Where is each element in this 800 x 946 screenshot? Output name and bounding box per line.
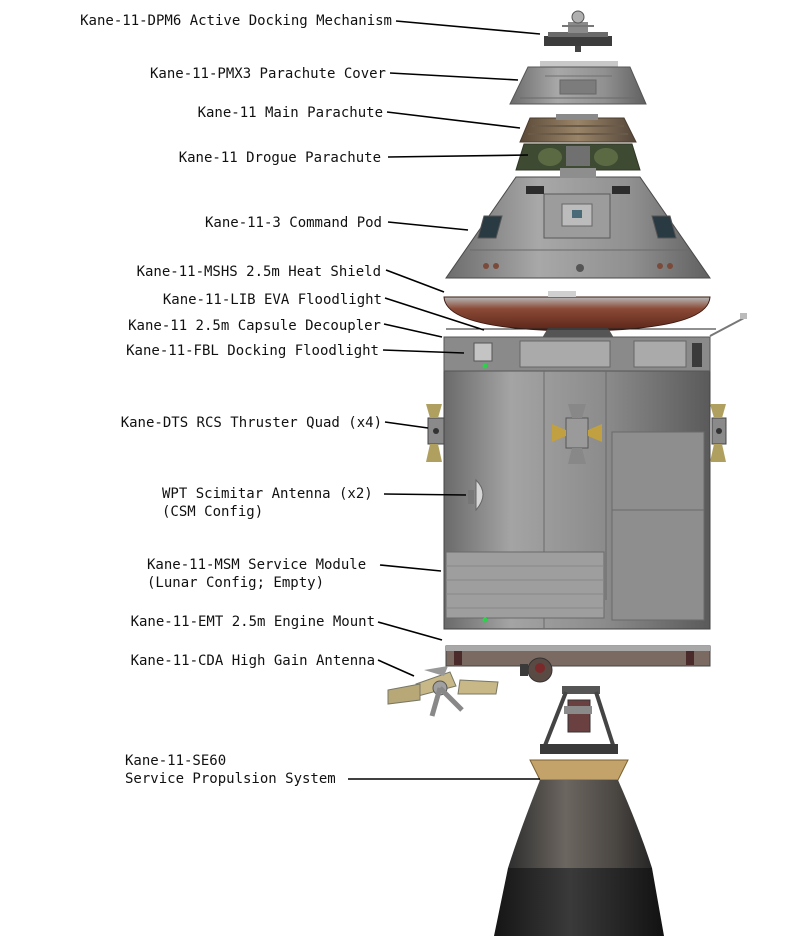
rcs-thruster-quad-left (426, 404, 444, 462)
drogue-parachute-part (516, 144, 640, 170)
high-gain-antenna-part (388, 666, 498, 716)
label-main-parachute: Kane-11 Main Parachute (198, 105, 383, 121)
engine-mount-part (446, 646, 710, 682)
leader-engine-mount (378, 622, 442, 640)
leader-service-module (380, 565, 441, 571)
label-scimitar-antenna-line2: (CSM Config) (162, 504, 263, 520)
label-parachute-cover: Kane-11-PMX3 Parachute Cover (150, 66, 386, 82)
service-module-part (444, 337, 710, 629)
label-sps-line1: Kane-11-SE60 (125, 753, 226, 769)
label-command-pod: Kane-11-3 Command Pod (205, 215, 382, 231)
leader-rcs-quad (385, 422, 428, 428)
label-service-module-line1: Kane-11-MSM Service Module (147, 557, 366, 573)
eva-floodlight-part (710, 313, 747, 336)
heat-shield-part (444, 291, 710, 331)
command-pod-part (446, 168, 710, 278)
parachute-cover-part (510, 61, 646, 104)
part-labels: Kane-11-DPM6 Active Docking Mechanism Ka… (80, 13, 392, 787)
leader-heat-shield (386, 270, 444, 292)
label-sps-line2: Service Propulsion System (125, 771, 336, 787)
leader-drogue-parachute (388, 155, 528, 157)
leader-capsule-decoupler (384, 324, 442, 337)
label-engine-mount: Kane-11-EMT 2.5m Engine Mount (131, 614, 375, 630)
leader-command-pod (388, 222, 468, 230)
label-eva-floodlight: Kane-11-LIB EVA Floodlight (163, 292, 382, 308)
label-docking-floodlight: Kane-11-FBL Docking Floodlight (126, 343, 379, 359)
label-heat-shield: Kane-11-MSHS 2.5m Heat Shield (137, 264, 381, 280)
label-drogue-parachute: Kane-11 Drogue Parachute (179, 150, 381, 166)
label-scimitar-antenna-line1: WPT Scimitar Antenna (x2) (162, 486, 373, 502)
main-parachute-part (520, 114, 636, 142)
label-capsule-decoupler: Kane-11 2.5m Capsule Decoupler (128, 318, 381, 334)
leader-scimitar-antenna (384, 494, 466, 495)
leader-main-parachute (387, 112, 520, 128)
docking-mechanism-part (544, 11, 612, 52)
leader-docking-mechanism (396, 21, 540, 34)
label-high-gain-antenna: Kane-11-CDA High Gain Antenna (131, 653, 375, 669)
leader-high-gain-antenna (378, 660, 414, 676)
label-docking-mechanism: Kane-11-DPM6 Active Docking Mechanism (80, 13, 392, 29)
leader-parachute-cover (390, 73, 518, 80)
label-rcs-quad: Kane-DTS RCS Thruster Quad (x4) (121, 415, 382, 431)
service-propulsion-system-part (494, 686, 664, 936)
label-service-module-line2: (Lunar Config; Empty) (147, 575, 324, 591)
rcs-thruster-quad-right (710, 404, 726, 462)
